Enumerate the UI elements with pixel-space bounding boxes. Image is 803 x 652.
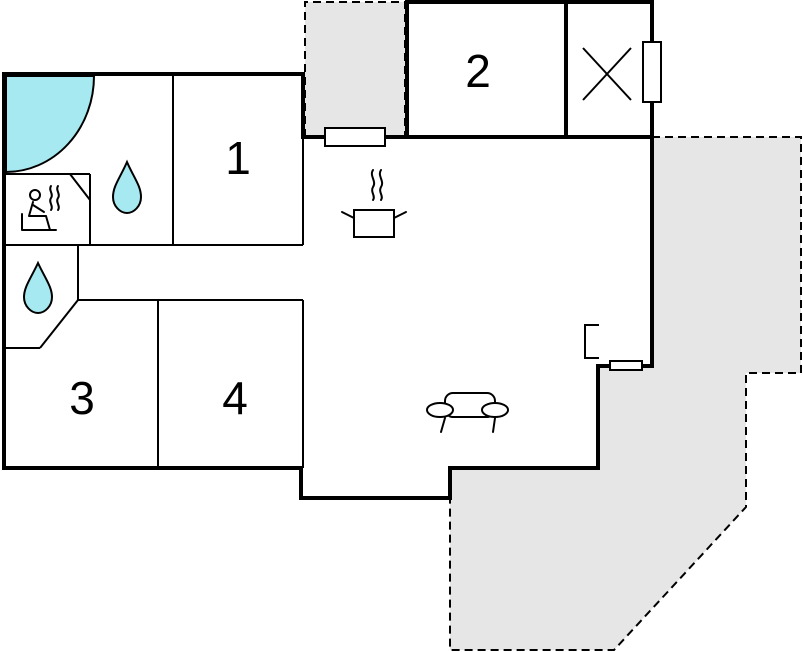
fireplace-icon [584,324,599,359]
sauna-icon [21,185,60,231]
terrace-right [449,136,802,651]
kitchen-pot-icon [341,169,407,238]
window-icon [324,127,386,147]
bath-area [5,75,96,174]
terraces [304,1,802,651]
room-3-label: 3 [69,372,95,424]
shower-drop-icon [111,159,143,215]
window-icon [609,360,643,371]
storage-cross-icon [582,47,632,101]
bath-drop-icon [22,260,54,315]
room-2-label: 2 [465,45,491,97]
room-4-label: 4 [222,372,248,424]
room-1-label: 1 [225,132,251,184]
sofa-icon [426,392,509,433]
terrace-top [304,1,406,138]
window-icon [642,41,662,103]
